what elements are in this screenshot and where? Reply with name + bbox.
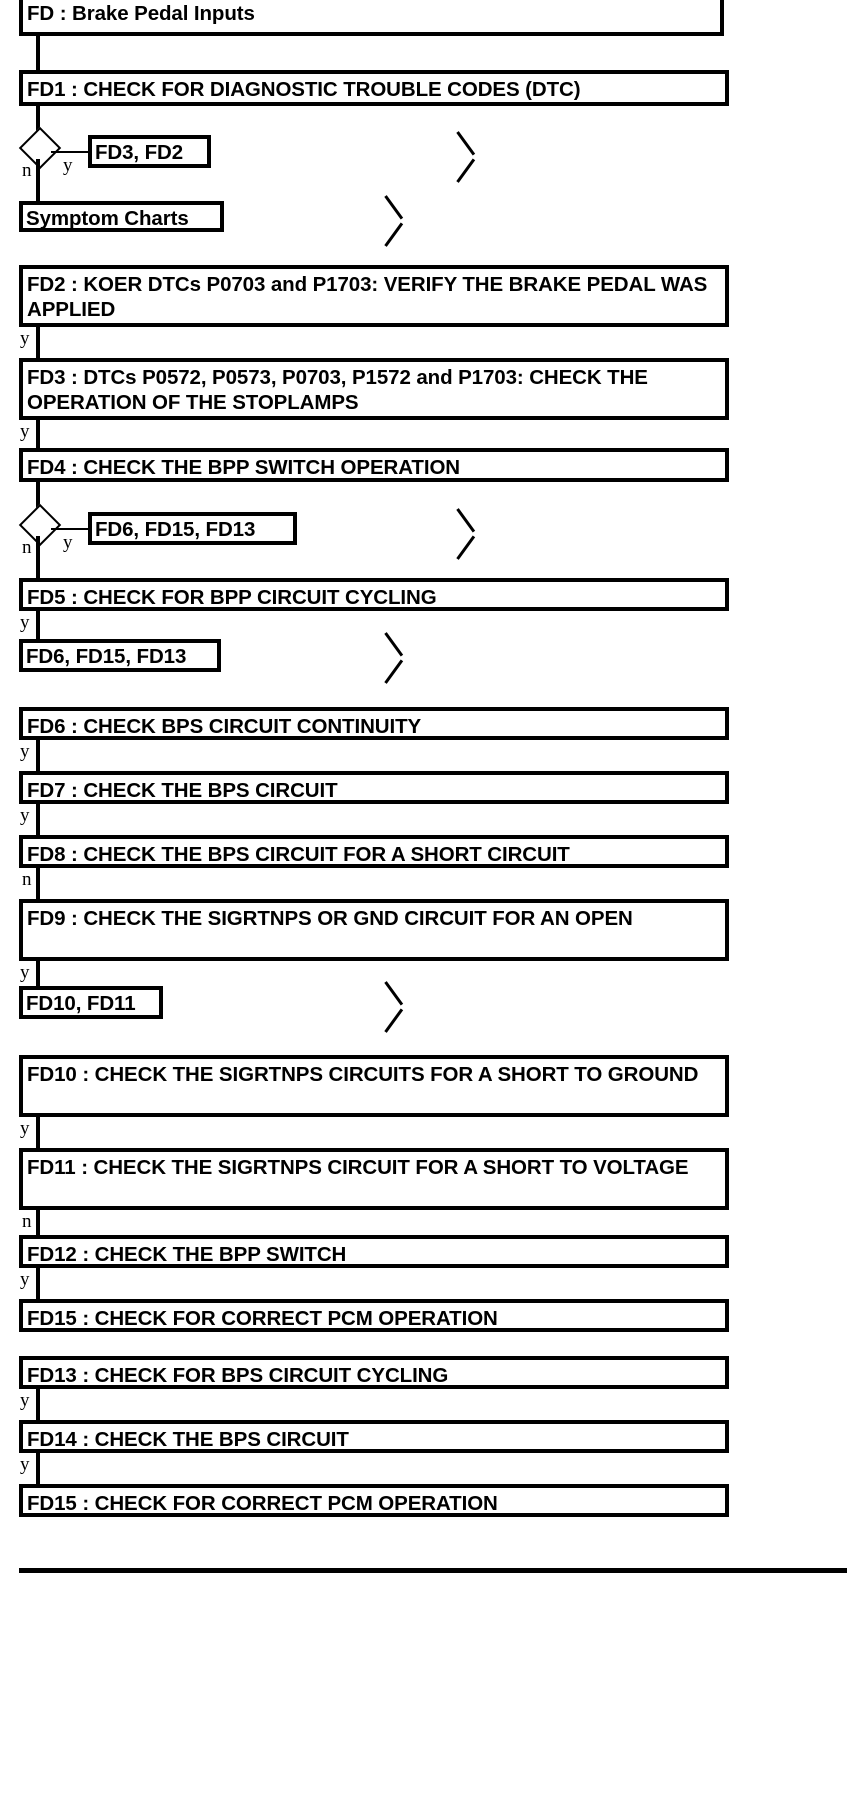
- branch-label-yes-fd3: y: [20, 421, 30, 442]
- chevron-right-icon-3: [443, 508, 476, 560]
- branch-label-yes-fd6: y: [20, 741, 30, 762]
- branch-label-yes-fd9: y: [20, 962, 30, 983]
- connector-fd8-to-fd9: [36, 868, 40, 899]
- connector-decision-1-yes: [51, 151, 90, 153]
- connector-fd12-to-fd15a: [36, 1268, 40, 1299]
- ref-box-symptom-charts[interactable]: Symptom Charts: [19, 201, 224, 232]
- branch-label-yes-fd14: y: [20, 1454, 30, 1475]
- connector-fd2-to-fd3: [36, 327, 40, 358]
- branch-label-yes-1: y: [63, 155, 73, 176]
- step-box-fd[interactable]: FD : Brake Pedal Inputs: [19, 0, 724, 36]
- step-box-fd3[interactable]: FD3 : DTCs P0572, P0573, P0703, P1572 an…: [19, 358, 729, 420]
- branch-label-yes-fd2: y: [20, 328, 30, 349]
- connector-fd1-to-decision-1: [36, 106, 40, 133]
- branch-label-yes-fd13: y: [20, 1390, 30, 1411]
- step-box-fd2[interactable]: FD2 : KOER DTCs P0703 and P1703: VERIFY …: [19, 265, 729, 327]
- connector-decision-1-no: [36, 159, 40, 201]
- connector-fd7-to-fd8: [36, 804, 40, 835]
- branch-label-no-fd11: n: [22, 1211, 32, 1232]
- branch-label-no-fd8: n: [22, 869, 32, 890]
- ref-box-fd6-fd15-fd13-b[interactable]: FD6, FD15, FD13: [19, 639, 221, 672]
- connector-fd3-to-fd4: [36, 420, 40, 448]
- connector-fd-to-fd1: [36, 36, 40, 70]
- step-box-fd15-a[interactable]: FD15 : CHECK FOR CORRECT PCM OPERATION: [19, 1299, 729, 1332]
- connector-fd5-to-ref: [36, 611, 40, 639]
- step-box-fd14[interactable]: FD14 : CHECK THE BPS CIRCUIT: [19, 1420, 729, 1453]
- step-box-fd12[interactable]: FD12 : CHECK THE BPP SWITCH: [19, 1235, 729, 1268]
- step-box-fd5[interactable]: FD5 : CHECK FOR BPP CIRCUIT CYCLING: [19, 578, 729, 611]
- connector-decision-2-no: [36, 536, 40, 578]
- step-box-fd9[interactable]: FD9 : CHECK THE SIGRTNPS OR GND CIRCUIT …: [19, 899, 729, 961]
- ref-box-fd10-fd11[interactable]: FD10, FD11: [19, 986, 163, 1019]
- step-box-fd1[interactable]: FD1 : CHECK FOR DIAGNOSTIC TROUBLE CODES…: [19, 70, 729, 106]
- step-box-fd7[interactable]: FD7 : CHECK THE BPS CIRCUIT: [19, 771, 729, 804]
- chevron-right-icon-2: [371, 195, 404, 247]
- branch-label-no-2: n: [22, 537, 32, 558]
- step-box-fd15-b[interactable]: FD15 : CHECK FOR CORRECT PCM OPERATION: [19, 1484, 729, 1517]
- ref-box-fd6-fd15-fd13-a[interactable]: FD6, FD15, FD13: [88, 512, 297, 545]
- step-box-fd4[interactable]: FD4 : CHECK THE BPP SWITCH OPERATION: [19, 448, 729, 482]
- branch-label-yes-2: y: [63, 532, 73, 553]
- step-box-fd8[interactable]: FD8 : CHECK THE BPS CIRCUIT FOR A SHORT …: [19, 835, 729, 868]
- branch-label-yes-fd5: y: [20, 612, 30, 633]
- connector-decision-2-yes: [51, 528, 90, 530]
- connector-fd11-to-fd12: [36, 1210, 40, 1238]
- connector-fd10-to-fd11: [36, 1117, 40, 1148]
- branch-label-yes-fd10: y: [20, 1118, 30, 1139]
- connector-fd13-to-fd14: [36, 1389, 40, 1420]
- branch-label-yes-fd12: y: [20, 1269, 30, 1290]
- chevron-right-icon-4: [371, 632, 404, 684]
- footer-divider: [19, 1568, 847, 1573]
- step-box-fd11[interactable]: FD11 : CHECK THE SIGRTNPS CIRCUIT FOR A …: [19, 1148, 729, 1210]
- step-box-fd13[interactable]: FD13 : CHECK FOR BPS CIRCUIT CYCLING: [19, 1356, 729, 1389]
- ref-box-fd3-fd2[interactable]: FD3, FD2: [88, 135, 211, 168]
- branch-label-yes-fd7: y: [20, 805, 30, 826]
- connector-fd9-to-ref: [36, 961, 40, 989]
- chevron-right-icon-1: [443, 131, 476, 183]
- step-box-fd6[interactable]: FD6 : CHECK BPS CIRCUIT CONTINUITY: [19, 707, 729, 740]
- chevron-right-icon-5: [371, 981, 404, 1033]
- connector-fd6-to-fd7: [36, 740, 40, 771]
- connector-fd14-to-fd15b: [36, 1453, 40, 1484]
- step-box-fd10[interactable]: FD10 : CHECK THE SIGRTNPS CIRCUITS FOR A…: [19, 1055, 729, 1117]
- branch-label-no-1: n: [22, 160, 32, 181]
- connector-fd4-to-decision-2: [36, 482, 40, 510]
